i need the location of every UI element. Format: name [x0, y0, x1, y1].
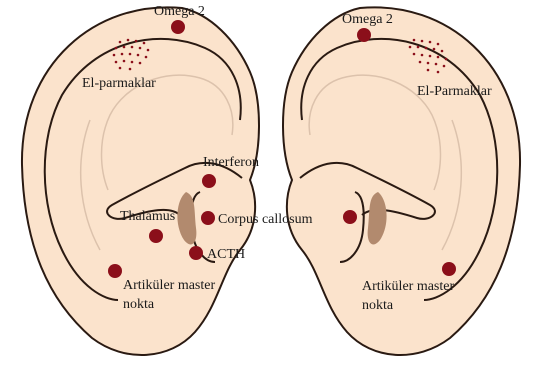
- left-omega-point: [171, 20, 185, 34]
- left-master-point: [108, 264, 122, 278]
- left-thalamus-point: [149, 229, 163, 243]
- left-acth-label: ACTH: [207, 247, 245, 262]
- left-fingers-label: El-parmaklar: [82, 76, 156, 91]
- left-omega-label: Omega 2: [154, 4, 205, 19]
- right-omega-label: Omega 2: [342, 12, 393, 27]
- right-fingers-label: El-Parmaklar: [417, 84, 492, 99]
- left-corpus-label: Corpus callosum: [218, 212, 313, 227]
- right-corpus-point: [343, 210, 357, 224]
- right-master-label-1: Artiküler master: [362, 279, 454, 294]
- right-master-label-2: nokta: [362, 298, 394, 313]
- left-interferon-point: [202, 174, 216, 188]
- right-omega-point: [357, 28, 371, 42]
- right-master-point: [442, 262, 456, 276]
- left-acth-point: [189, 246, 203, 260]
- left-master-label-1: Artiküler master: [123, 278, 215, 293]
- left-interferon-label: Interferon: [203, 155, 259, 170]
- left-master-label-2: nokta: [123, 297, 155, 312]
- right-ear: [283, 7, 520, 355]
- left-thalamus-label: Thalamus: [120, 209, 175, 224]
- left-corpus-point: [201, 211, 215, 225]
